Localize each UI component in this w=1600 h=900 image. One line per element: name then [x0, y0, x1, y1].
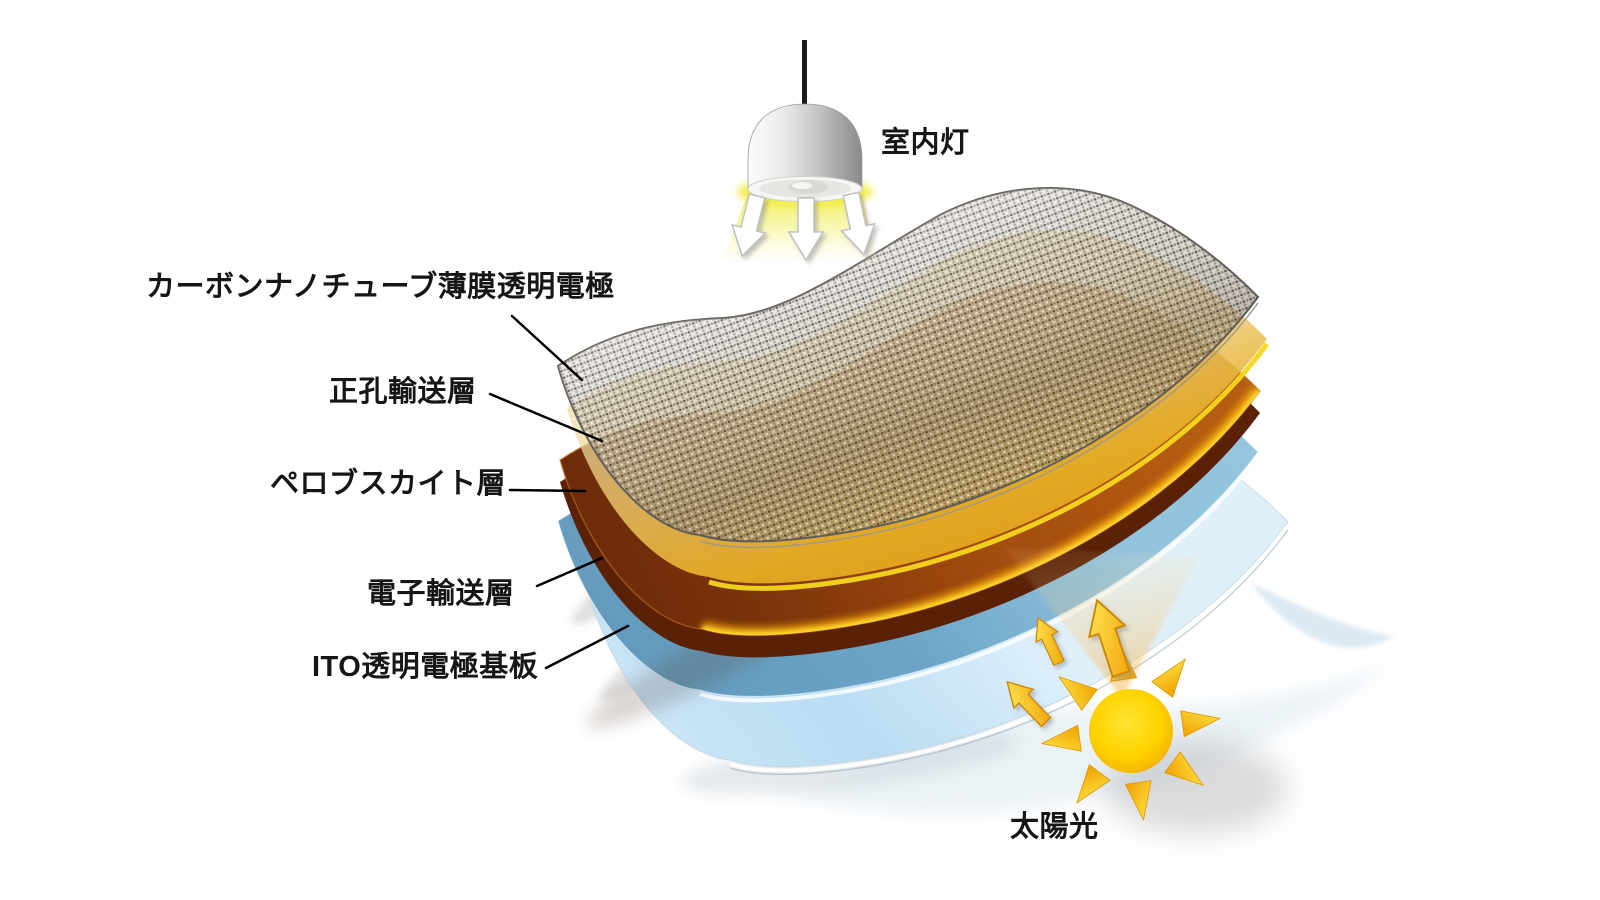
leader-line-carbon-nanotube: [510, 314, 584, 382]
lamp-cord: [802, 40, 807, 112]
sun-icon: [996, 548, 1223, 823]
leader-lines: [488, 314, 630, 670]
layer-label-electron-transport: 電子輸送層: [367, 578, 515, 610]
layer-label-ito-substrate: ITO透明電極基板: [312, 651, 539, 683]
layer-label-perovskite: ペロブスカイト層: [270, 468, 507, 500]
lamp-bulb-gloss: [792, 182, 812, 189]
leader-line-electron-transport: [535, 556, 604, 588]
leader-line-hole-transport: [488, 392, 604, 443]
substrate-floor-shadow: [681, 730, 1019, 794]
sun-disk: [1089, 689, 1173, 773]
layer-label-carbon-nanotube: カーボンナノチューブ薄膜透明電極: [146, 271, 615, 303]
sunlight-label: 太陽光: [1010, 811, 1099, 843]
indoor-light-label: 室内灯: [881, 127, 970, 159]
floor-wisp: [1250, 582, 1394, 648]
layer-label-hole-transport: 正孔輸送層: [329, 376, 477, 408]
lamp-dome: [747, 103, 863, 191]
leader-line-ito: [544, 624, 630, 670]
floor-swoosh: [772, 660, 1398, 814]
sun-ray: [1151, 650, 1197, 698]
leader-line-perovskite: [508, 488, 587, 493]
pendant-lamp-icon: [722, 40, 882, 262]
